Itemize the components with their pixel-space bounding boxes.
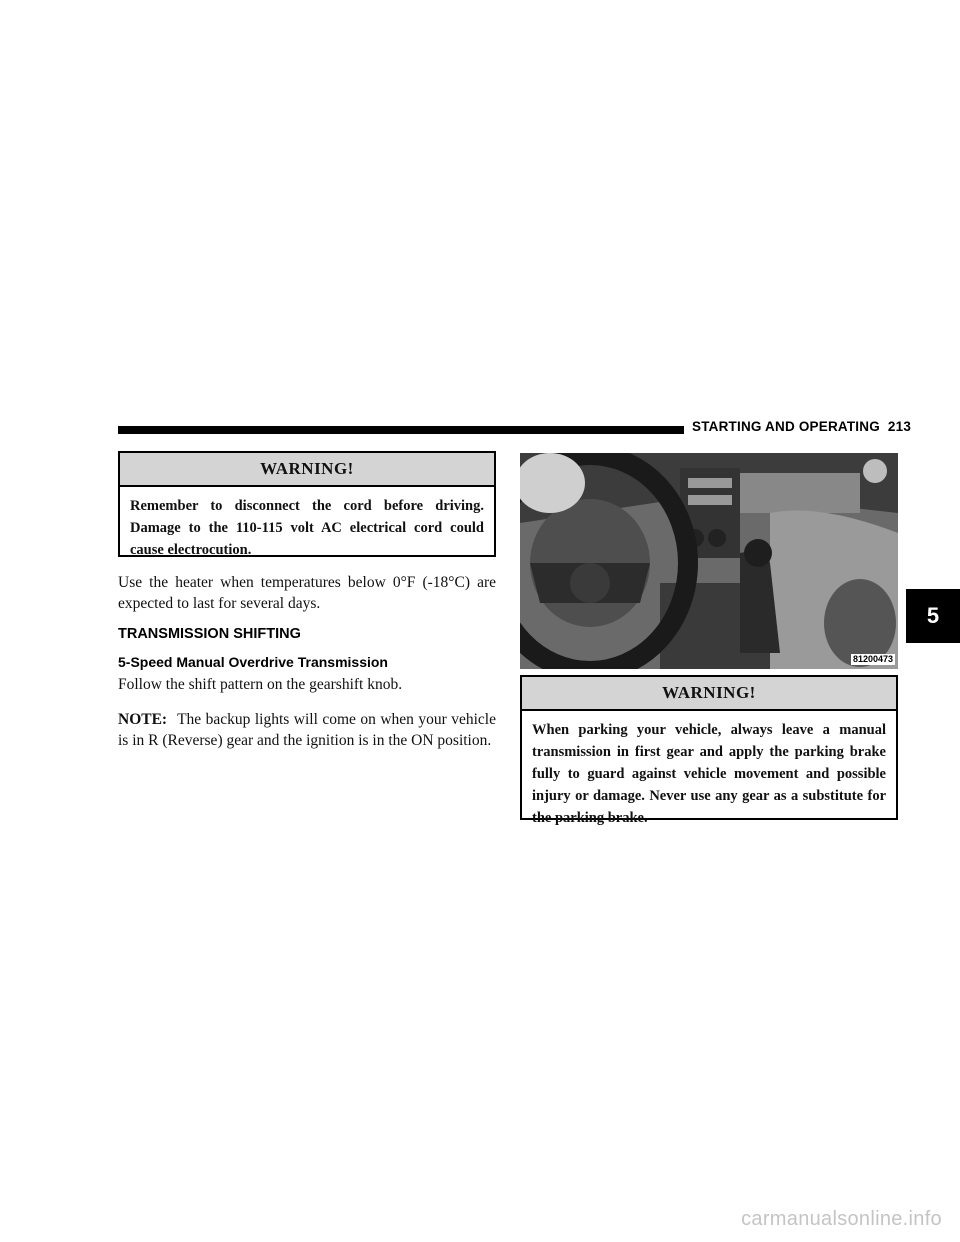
warning-title: WARNING! bbox=[522, 677, 896, 711]
sub-heading: 5-Speed Manual Overdrive Transmission bbox=[118, 654, 388, 670]
note-text: The backup lights will come on when your… bbox=[118, 711, 496, 749]
warning-text: When parking your vehicle, always leave … bbox=[532, 722, 886, 826]
warning-title: WARNING! bbox=[120, 453, 494, 487]
section-title: STARTING AND OPERATING bbox=[692, 419, 880, 434]
warning-box-cord: WARNING! Remember to disconnect the cord… bbox=[118, 451, 496, 558]
warning-box-parking: WARNING! When parking your vehicle, alwa… bbox=[520, 675, 898, 826]
shift-pattern-paragraph: Follow the shift pattern on the gearshif… bbox=[118, 676, 403, 693]
heater-paragraph: Use the heater when temperatures below 0… bbox=[118, 574, 496, 612]
header-rule bbox=[118, 426, 684, 434]
note-label: NOTE: bbox=[118, 711, 168, 728]
section-heading: TRANSMISSION SHIFTING bbox=[118, 626, 301, 642]
watermark: carmanualsonline.info bbox=[741, 1208, 942, 1230]
interior-photo-illustration bbox=[520, 453, 898, 669]
photo-code: 81200473 bbox=[850, 654, 895, 665]
page-number: 213 bbox=[887, 419, 912, 434]
interior-photo: 81200473 bbox=[520, 453, 898, 669]
running-header: STARTING AND OPERATING 213 bbox=[692, 419, 911, 434]
chapter-tab: 5 bbox=[906, 589, 960, 643]
note-paragraph: NOTE:The backup lights will come on when… bbox=[118, 709, 496, 751]
warning-text: Remember to disconnect the cord before d… bbox=[130, 498, 484, 558]
